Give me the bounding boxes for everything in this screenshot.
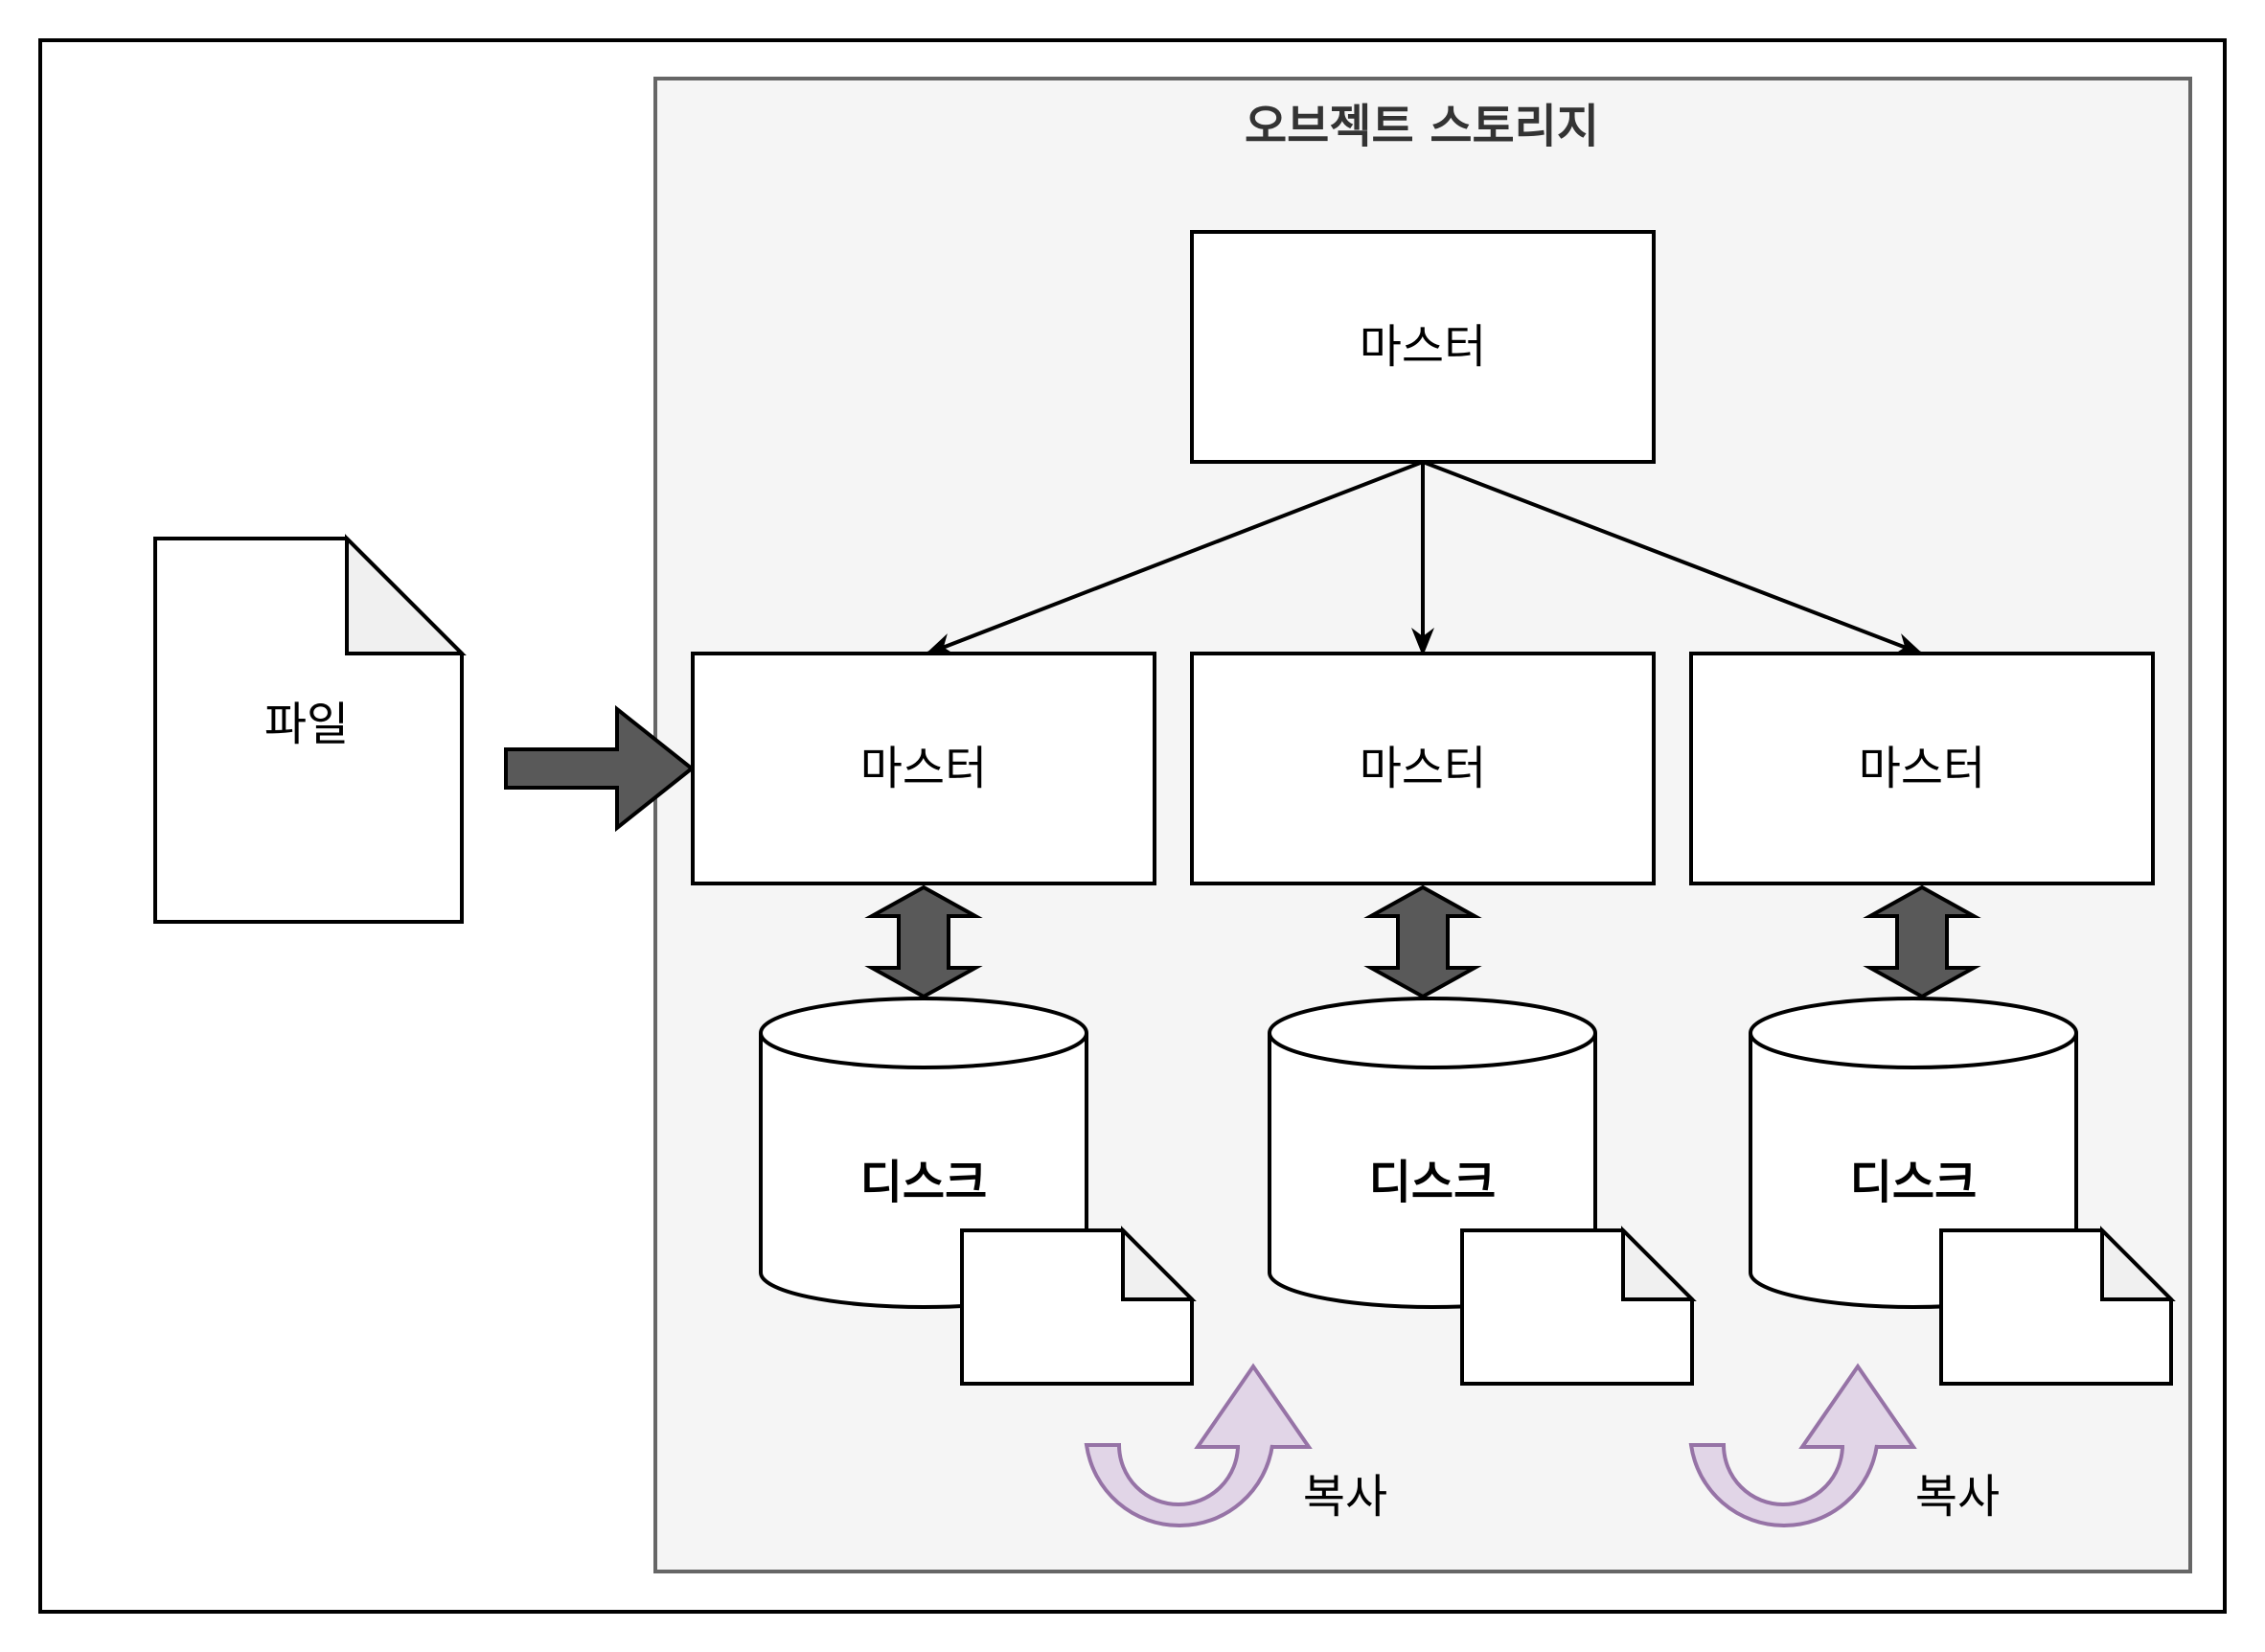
disk-label-2: 디스크	[1369, 1156, 1496, 1209]
file-document: 파일	[153, 534, 467, 924]
replication-label-1: 복사	[1303, 1470, 1387, 1524]
disk-label-1: 디스크	[860, 1156, 987, 1209]
upload-arrow	[504, 704, 696, 833]
master-label-3: 마스터	[1859, 742, 1985, 795]
connector-left	[925, 460, 1424, 655]
stored-file-icon-1	[960, 1226, 1197, 1386]
replication-label-2: 복사	[1915, 1470, 2000, 1524]
master-node-1: 마스터	[691, 652, 1156, 885]
connector-right	[1422, 460, 1924, 655]
master-label-1: 마스터	[860, 742, 987, 795]
top-master-label: 마스터	[1360, 320, 1486, 374]
storage-title: 오브젝트 스토리지	[1245, 100, 1599, 153]
file-label: 파일	[264, 698, 349, 751]
replication-2: 복사	[1688, 1363, 2000, 1528]
disk-label-3: 디스크	[1850, 1156, 1977, 1209]
stored-file-icon-2	[1460, 1226, 1697, 1386]
double-arrow-3	[1863, 884, 1981, 999]
stored-file-icon-3	[1939, 1226, 2176, 1386]
copy-arrow-icon	[1688, 1363, 1917, 1528]
replication-1: 복사	[1084, 1363, 1387, 1528]
double-arrow-2	[1363, 884, 1482, 999]
master-node-2: 마스터	[1190, 652, 1656, 885]
master-node-3: 마스터	[1689, 652, 2155, 885]
copy-arrow-icon	[1084, 1363, 1313, 1528]
master-label-2: 마스터	[1360, 742, 1486, 795]
top-master-node: 마스터	[1190, 230, 1656, 464]
master-connectors	[925, 460, 1924, 656]
